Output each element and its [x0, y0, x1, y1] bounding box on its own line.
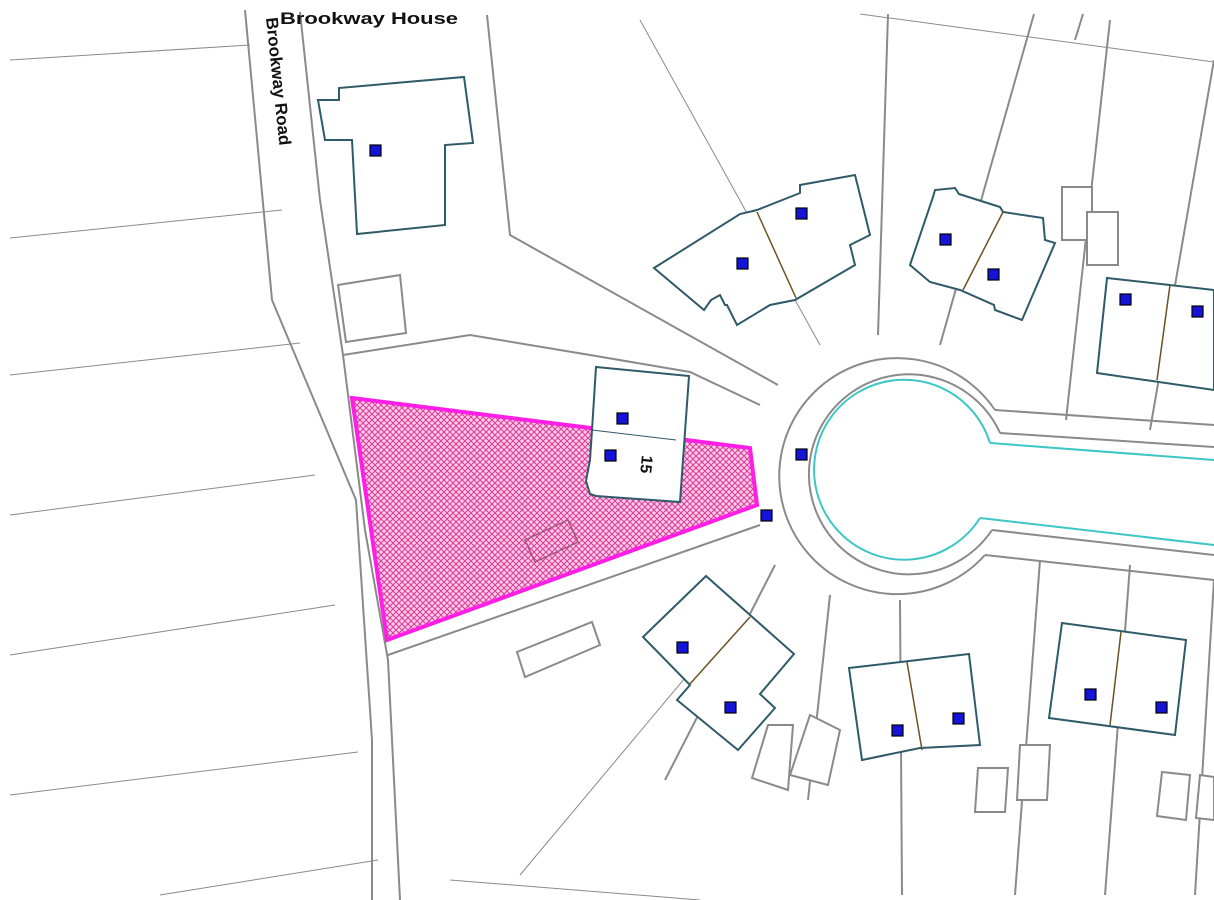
road-edges	[244, 9, 401, 900]
address-point-marker[interactable]	[760, 509, 773, 522]
outbuildings	[336, 186, 1214, 822]
address-point-marker[interactable]	[987, 268, 1000, 281]
house-name-label: Brookway House	[280, 9, 458, 28]
address-point-marker[interactable]	[736, 257, 749, 270]
address-point-marker[interactable]	[1084, 688, 1097, 701]
address-point-marker[interactable]	[939, 233, 952, 246]
house-pair-northeast	[908, 186, 1057, 322]
address-point-marker[interactable]	[952, 712, 965, 725]
address-points	[369, 144, 1204, 737]
house-pair-north	[652, 173, 872, 327]
plot-shed-outline	[524, 519, 579, 563]
address-point-marker[interactable]	[1155, 701, 1168, 714]
address-point-marker[interactable]	[1119, 293, 1132, 306]
cul-de-sac	[778, 357, 1214, 596]
road-name-label: Brookway Road	[262, 16, 294, 146]
address-point-marker[interactable]	[1191, 305, 1204, 318]
house-pair-southeast	[1047, 621, 1188, 737]
address-point-marker[interactable]	[891, 724, 904, 737]
address-point-marker[interactable]	[676, 641, 689, 654]
house-brookway	[316, 75, 475, 236]
house-pair-south	[847, 652, 982, 762]
address-point-marker[interactable]	[369, 144, 382, 157]
field-boundaries	[9, 44, 379, 896]
address-point-marker[interactable]	[604, 449, 617, 462]
plot-number-label: 15	[636, 455, 655, 475]
address-point-marker[interactable]	[724, 701, 737, 714]
house-pair-east	[1095, 276, 1214, 392]
address-point-marker[interactable]	[795, 448, 808, 461]
house-pair-southwest	[641, 574, 796, 752]
address-point-marker[interactable]	[795, 207, 808, 220]
address-point-marker[interactable]	[616, 412, 629, 425]
house-plot-15	[584, 365, 691, 504]
